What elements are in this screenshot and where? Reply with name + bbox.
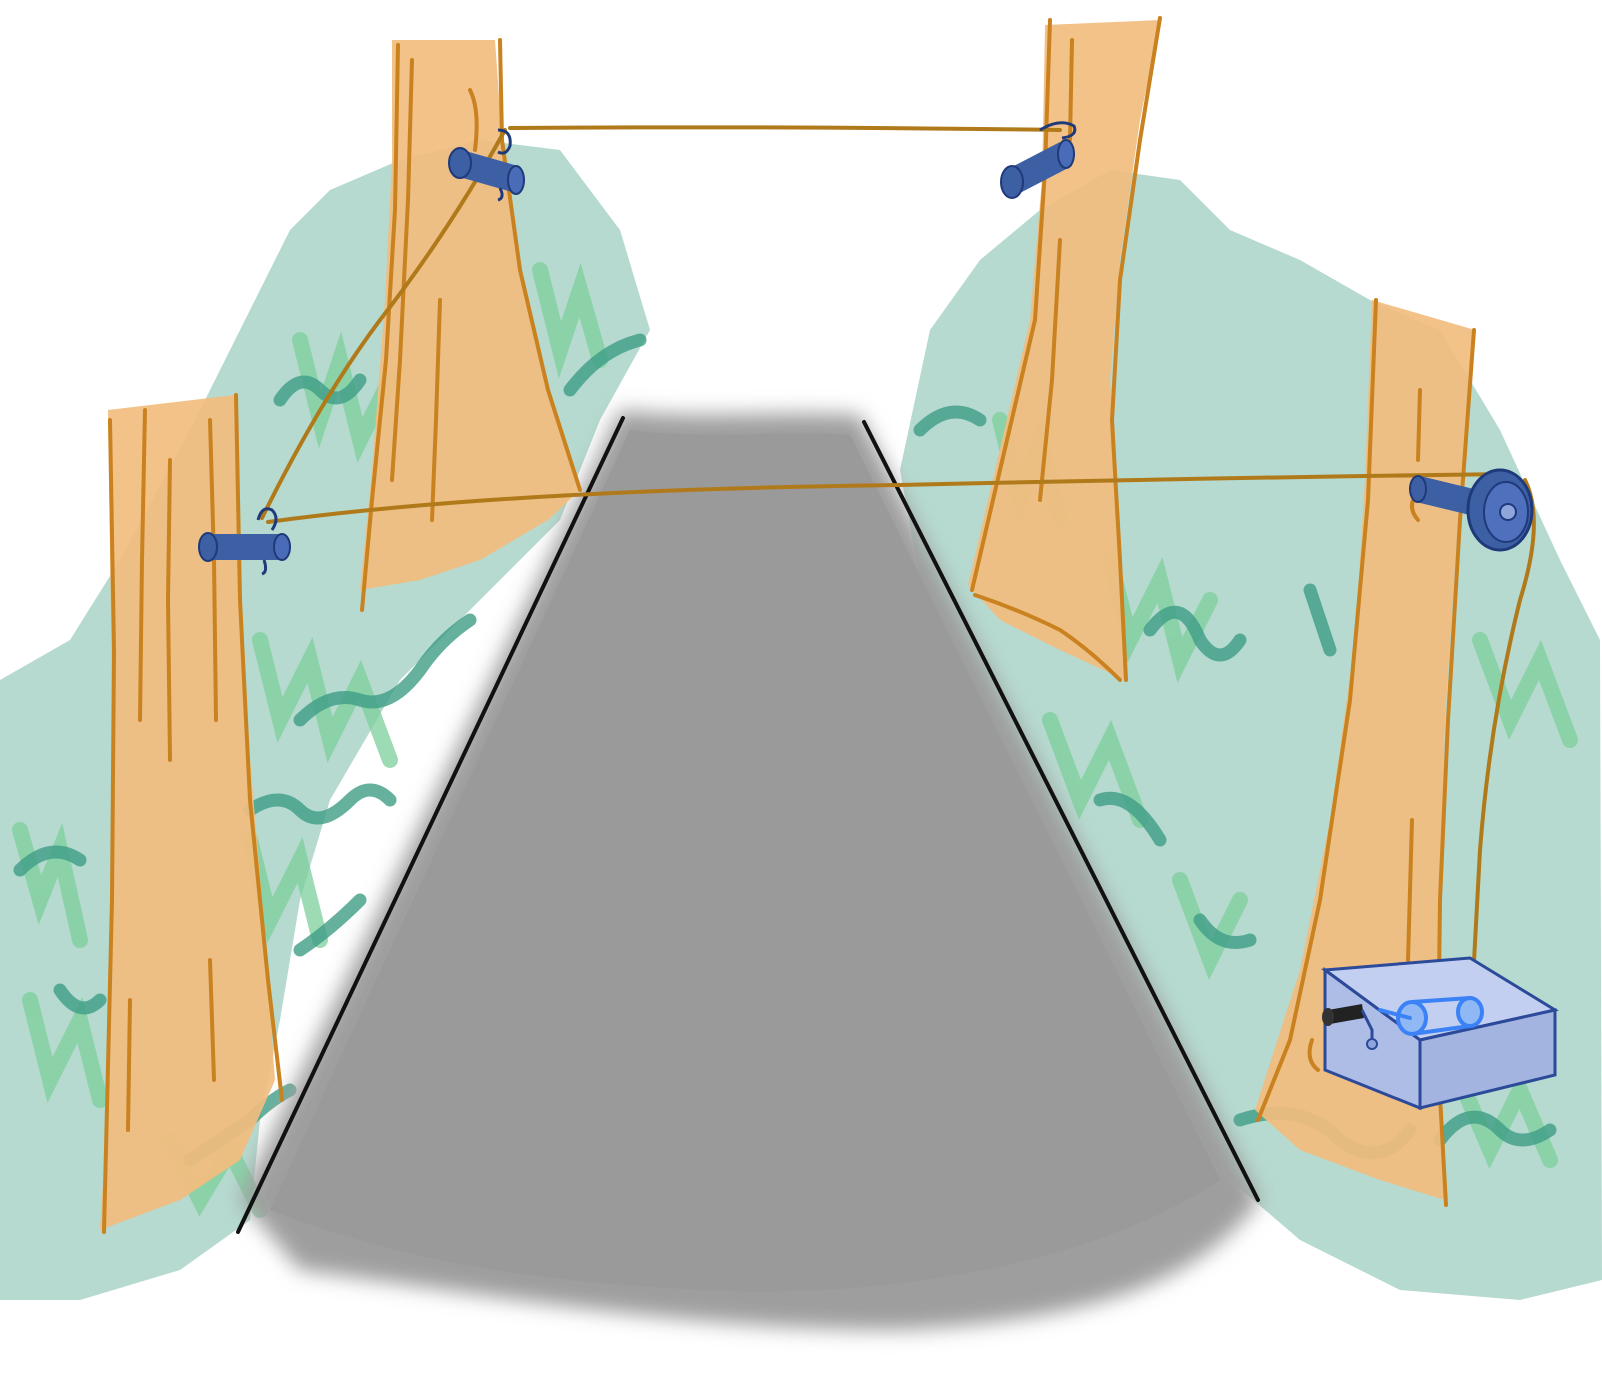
road-edge-left [236,416,625,1234]
crank-winch-crate [1320,956,1559,1111]
hook-back-right [1000,121,1077,199]
tree-front-left [100,393,284,1234]
rope-top-span [508,125,1062,132]
tree-back-right [968,16,1162,682]
crank-handle [1322,1004,1378,1050]
road-edge-right [862,420,1260,1202]
ropes [260,125,1536,1000]
rope-drop-to-crate [1470,478,1536,1000]
hook-back-left [448,128,525,202]
tree-back-left [360,38,582,612]
road [240,410,1260,1330]
hook-front-left [198,507,291,576]
rope-diagonal-left [260,128,507,520]
spool [1378,996,1484,1036]
rope-main-span [266,472,1512,524]
pulley-front-right [1409,468,1534,552]
